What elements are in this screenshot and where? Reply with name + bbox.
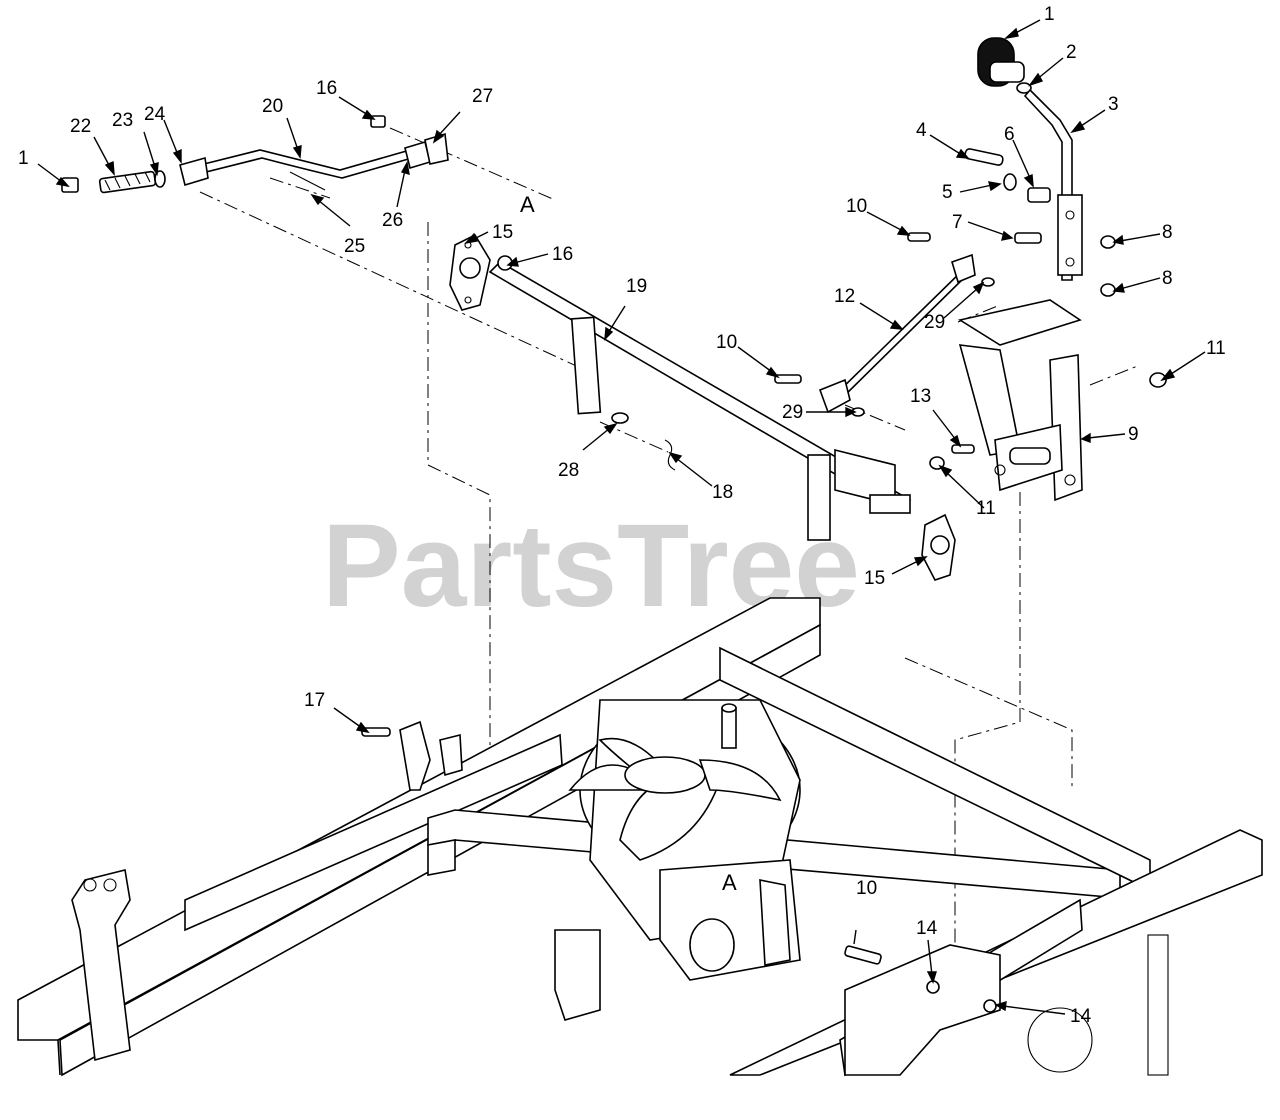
callout-22-spring: 22 [70, 116, 91, 137]
callout-1-nut: 1 [18, 148, 29, 169]
callout-2-nut: 2 [1066, 42, 1077, 63]
callout-20-rod: 20 [262, 96, 283, 117]
link-rod [818, 253, 976, 414]
callout-29-washer-lower: 29 [782, 402, 803, 423]
cross-shaft [488, 260, 912, 541]
callout-16-nut-shaft: 16 [552, 244, 573, 265]
callout-6-spring: 6 [1004, 124, 1015, 145]
callout-12-link-rod: 12 [834, 286, 855, 307]
assembly-lines [199, 127, 1141, 980]
callout-19-shaft: 19 [626, 276, 647, 297]
callout-18-clip: 18 [712, 482, 733, 503]
callout-29-washer-upper: 29 [924, 312, 945, 333]
callout-23-washer: 23 [112, 110, 133, 131]
callout-25-pin: 25 [344, 236, 365, 257]
callouts: 1 2 3 4 5 6 7 8 8 9 10 10 10 11 11 12 13… [18, 4, 1226, 1027]
control-bracket [957, 299, 1083, 502]
callout-9-bracket: 9 [1128, 424, 1139, 445]
callout-10-screw-middle: 10 [716, 332, 737, 353]
callout-5-washer: 5 [942, 182, 953, 203]
callout-11-nut-center: 11 [976, 498, 996, 519]
callout-10-screw-lower: 10 [856, 878, 877, 899]
linkage-rod [61, 115, 449, 194]
callout-17-screw: 17 [304, 690, 325, 711]
callout-16-nut-top: 16 [316, 78, 337, 99]
callout-28-washer: 28 [558, 460, 579, 481]
callout-14-nut-left: 14 [916, 918, 938, 939]
callout-27-clevis: 27 [472, 86, 493, 107]
transaxle [554, 699, 801, 1021]
callout-8-nut-lower: 8 [1162, 268, 1173, 289]
callout-13-screw: 13 [910, 386, 931, 407]
bearing-flanges [449, 233, 956, 581]
callout-8-nut-upper: 8 [1162, 222, 1173, 243]
hardware [361, 148, 1167, 1013]
callout-11-nut-right: 11 [1206, 338, 1226, 359]
leader-lines [37, 19, 1206, 1015]
control-lever [977, 37, 1083, 281]
callout-7-bolt: 7 [952, 212, 963, 233]
callout-15-bearing-upper: 15 [492, 222, 513, 243]
reference-mark-a-upper: A [520, 192, 535, 217]
callout-4-bolt: 4 [916, 120, 927, 141]
callout-10-screw-upper: 10 [846, 196, 867, 217]
reference-mark-a-lower: A [722, 870, 737, 895]
callout-1-knob: 1 [1044, 4, 1055, 25]
callout-3-control-lever: 3 [1108, 94, 1119, 115]
callout-26-ferrule: 26 [382, 210, 403, 231]
callout-24-clevis: 24 [144, 104, 166, 125]
callout-15-bearing-lower: 15 [864, 568, 885, 589]
callout-14-nut-right: 14 [1070, 1006, 1092, 1027]
